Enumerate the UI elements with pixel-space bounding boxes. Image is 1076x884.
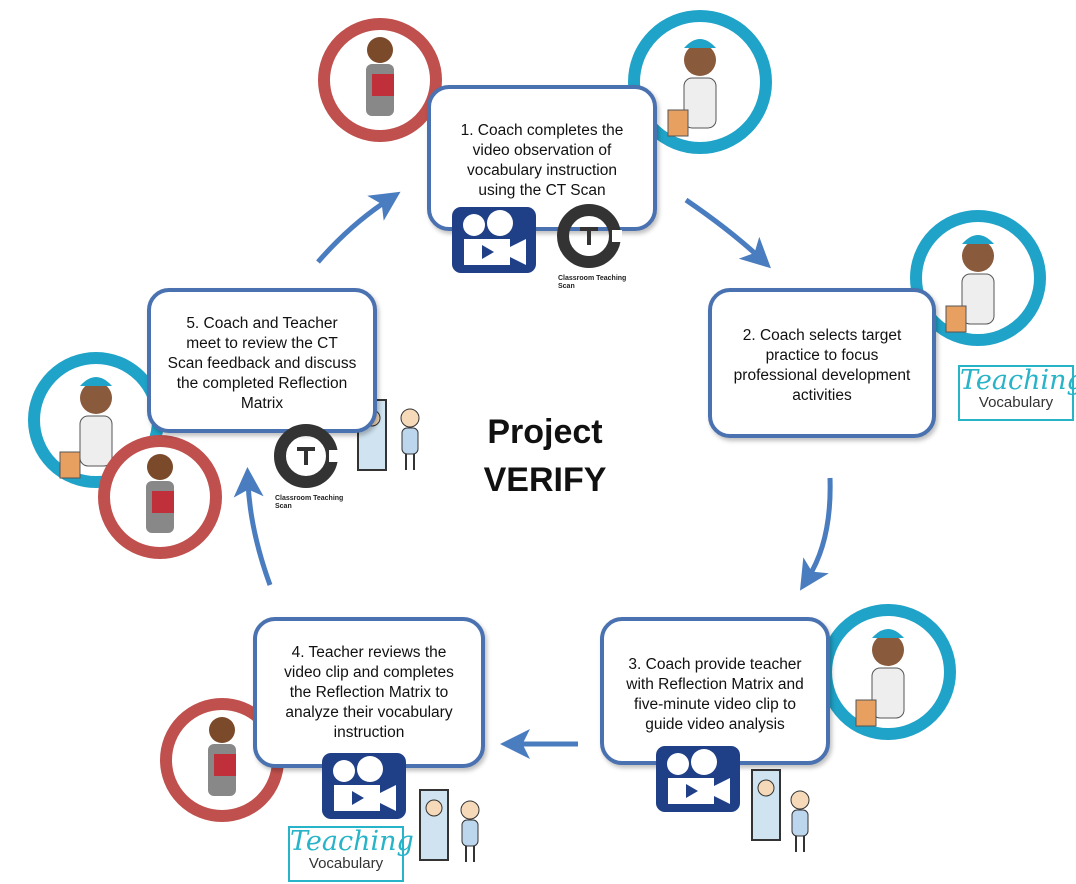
title-line-2: VERIFY (483, 461, 607, 499)
ct-scan-label: Classroom Teaching Scan (275, 495, 344, 510)
ct-scan-logo (556, 203, 624, 269)
step-2-text: 2. Coach selects target practice to focu… (733, 327, 911, 404)
ct-logo-icon (274, 424, 341, 488)
video-camera-icon (322, 753, 406, 819)
mirror-reflection-icon (751, 769, 810, 852)
ct-scan-label: Classroom Teaching Scan (558, 275, 627, 290)
logo-line-1: Teaching (290, 826, 414, 857)
logo-line-1: Teaching (960, 365, 1076, 396)
step-5-box: 5. Coach and Teacher meet to review the … (147, 288, 377, 433)
video-camera-icon (656, 746, 740, 812)
arrow-step1-to-2 (684, 197, 771, 269)
step-5-text: 5. Coach and Teacher meet to review the … (167, 315, 357, 412)
ct-logo-icon (557, 204, 624, 268)
step-1-text: 1. Coach completes the video observation… (460, 122, 624, 199)
logo-line-2: Vocabulary (308, 855, 384, 872)
teacher-avatar-icon (98, 435, 222, 559)
step-4-text: 4. Teacher reviews the video clip and co… (284, 644, 454, 741)
teacher-avatar-icon (318, 18, 442, 142)
arrow-step2-to-3 (799, 477, 833, 591)
title-line-1: Project (487, 413, 603, 451)
step-1-box: 1. Coach completes the video observation… (427, 85, 657, 231)
step-3-box: 3. Coach provide teacher with Reflection… (600, 617, 830, 765)
logo-line-2: Vocabulary (978, 394, 1054, 411)
coach-avatar-icon (820, 604, 956, 740)
step-2-box: 2. Coach selects target practice to focu… (708, 288, 936, 438)
step-3-text: 3. Coach provide teacher with Reflection… (626, 656, 804, 733)
mirror-reflection-icon (419, 789, 480, 862)
arrow-step4-to-5 (233, 467, 273, 586)
coach-avatar-icon (910, 210, 1046, 346)
arrow-step5-to-1 (316, 191, 401, 264)
video-camera-icon (452, 207, 536, 273)
step-4-box: 4. Teacher reviews the video clip and co… (253, 617, 485, 768)
ct-scan-logo (273, 423, 341, 489)
coach-avatar-icon (628, 10, 772, 154)
